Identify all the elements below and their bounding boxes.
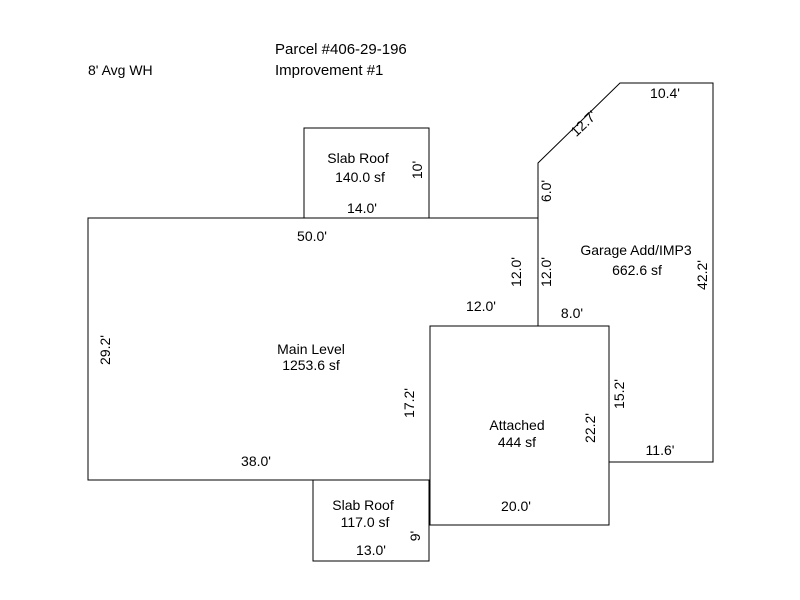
dim-garage-left-lower: 12.0' — [538, 257, 554, 287]
improvement-number: Improvement #1 — [275, 62, 383, 79]
dim-garage-right: 42.2' — [694, 260, 710, 290]
dim-garage-left-upper: 6.0' — [538, 180, 554, 202]
dim-main-bottom: 38.0' — [241, 453, 271, 469]
dim-garage-top: 10.4' — [650, 85, 680, 101]
dim-main-right-vertical: 12.0' — [508, 257, 524, 287]
garage-add-outline — [537, 82, 714, 463]
slab-roof-bottom-area: 117.0 sf — [341, 514, 390, 530]
slab-roof-bottom-outline — [312, 479, 430, 562]
slab-roof-top-name: Slab Roof — [327, 150, 389, 166]
dim-slab-bottom-width: 13.0' — [356, 542, 386, 558]
main-level-area: 1253.6 sf — [282, 357, 340, 373]
wall-height-note: 8' Avg WH — [88, 62, 153, 78]
dim-slab-bottom-height: 9' — [407, 531, 423, 541]
parcel-number: Parcel #406-29-196 — [275, 41, 407, 58]
dim-garage-diagonal: 12.7' — [567, 107, 600, 139]
dim-slab-top-width: 14.0' — [347, 200, 377, 216]
dim-main-notch-vertical: 17.2' — [401, 388, 417, 418]
dim-main-top: 50.0' — [297, 228, 327, 244]
main-level-name: Main Level — [277, 341, 345, 357]
dim-main-notch-horizontal: 12.0' — [466, 298, 496, 314]
slab-roof-top-area: 140.0 sf — [335, 169, 385, 185]
attached-area: 444 sf — [498, 434, 536, 450]
attached-name: Attached — [489, 417, 544, 433]
slab-roof-top-outline — [303, 127, 430, 219]
dim-attached-right: 22.2' — [582, 413, 598, 443]
garage-add-area: 662.6 sf — [612, 262, 662, 278]
dim-garage-bottom: 11.6' — [646, 442, 675, 458]
dim-garage-inner-vertical: 15.2' — [611, 379, 627, 409]
slab-roof-bottom-name: Slab Roof — [332, 497, 394, 513]
dim-attached-bottom: 20.0' — [501, 498, 531, 514]
dim-main-left: 29.2' — [97, 335, 113, 365]
dim-slab-top-height: 10' — [409, 161, 425, 179]
dim-garage-inner-horizontal: 8.0' — [561, 305, 583, 321]
garage-add-name: Garage Add/IMP3 — [580, 242, 692, 258]
